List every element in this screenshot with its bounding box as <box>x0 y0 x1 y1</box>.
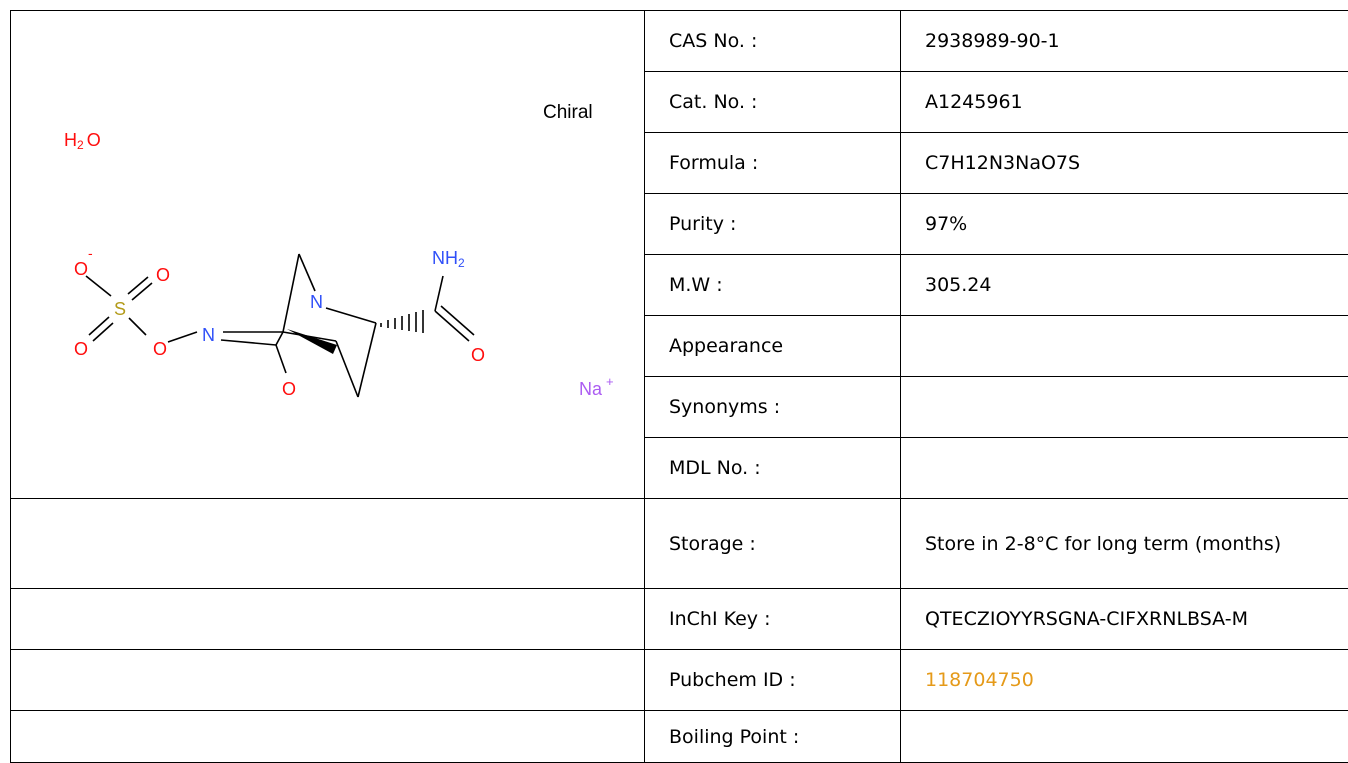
amide-nh2-label: NH2 <box>432 248 465 270</box>
property-label: CAS No. : <box>645 11 901 72</box>
bond-n-carbonyl-c <box>221 340 276 345</box>
table-row: Storage : Store in 2-8°C for long term (… <box>11 499 1348 589</box>
property-label: Cat. No. : <box>645 72 901 133</box>
bond-s-o-right-b <box>132 283 152 300</box>
sodium-ion-label: Na+ <box>579 374 614 399</box>
property-value <box>901 711 1348 763</box>
svg-text:H2O: H2O <box>64 130 101 152</box>
bond-s-o-right-a <box>128 277 148 294</box>
ring-nitrogen-2: N <box>310 292 323 312</box>
bond-carbonyl-o <box>276 345 286 373</box>
property-value <box>901 316 1348 377</box>
property-label: InChI Key : <box>645 589 901 650</box>
sulfonate-o-left: O <box>74 339 88 359</box>
bond-o-n <box>168 332 197 342</box>
bond-s-o-left-b <box>93 323 113 341</box>
table-row: Boiling Point : <box>11 711 1348 763</box>
property-label: Formula : <box>645 133 901 194</box>
empty-cell <box>11 499 645 589</box>
sulfonate-o-top: O <box>74 259 88 279</box>
table-row: InChI Key : QTECZIOYYRSGNA-CIFXRNLBSA-M <box>11 589 1348 650</box>
sulfur-atom: S <box>114 299 126 319</box>
property-value: 2938989-90-1 <box>901 11 1348 72</box>
empty-cell <box>11 650 645 711</box>
sulfonate-o-right: O <box>156 265 170 285</box>
bond-s-o-left-a <box>89 317 109 335</box>
bond-ring-right <box>358 323 376 397</box>
linking-o: O <box>153 339 167 359</box>
property-label: Purity : <box>645 194 901 255</box>
svg-text:NH2: NH2 <box>432 248 465 270</box>
property-value: QTECZIOYYRSGNA-CIFXRNLBSA-M <box>901 589 1348 650</box>
bond-ring-lower <box>336 341 358 397</box>
empty-cell <box>11 589 645 650</box>
property-value: C7H12N3NaO7S <box>901 133 1348 194</box>
property-value <box>901 377 1348 438</box>
bond-c1-bridge <box>283 254 299 332</box>
wedge-bond <box>287 329 337 354</box>
property-label: Appearance <box>645 316 901 377</box>
table-row: Pubchem ID : 118704750 <box>11 650 1348 711</box>
property-label: Boiling Point : <box>645 711 901 763</box>
bond-s-o-top <box>86 276 111 296</box>
bond-s-o-link <box>129 318 146 335</box>
molecule-structure-image: Chiral H2O O - S O O O N N O <box>11 11 645 495</box>
bond-n-ch2 <box>326 308 376 323</box>
carbonyl-oxygen: O <box>282 379 296 399</box>
property-value: Store in 2-8°C for long term (months) <box>901 499 1348 589</box>
property-label: Storage : <box>645 499 901 589</box>
property-value: 97% <box>901 194 1348 255</box>
chiral-label: Chiral <box>543 102 593 123</box>
property-value: 305.24 <box>901 255 1348 316</box>
property-value: A1245961 <box>901 72 1348 133</box>
ring-nitrogen-1: N <box>202 325 215 345</box>
property-label: MDL No. : <box>645 438 901 499</box>
empty-cell <box>11 711 645 763</box>
property-label: M.W : <box>645 255 901 316</box>
property-label: Synonyms : <box>645 377 901 438</box>
svg-text:Na+: Na+ <box>579 374 614 399</box>
bond-bridge-n <box>299 254 315 291</box>
pubchem-id-link-text[interactable]: 118704750 <box>925 669 1034 691</box>
amide-oxygen: O <box>471 345 485 365</box>
property-value <box>901 438 1348 499</box>
pubchem-id-link[interactable]: 118704750 <box>901 650 1348 711</box>
property-label: Pubchem ID : <box>645 650 901 711</box>
bond-carbonyl-c-c1 <box>276 332 283 345</box>
hashed-bond <box>381 310 423 333</box>
charge-minus: - <box>88 245 93 261</box>
